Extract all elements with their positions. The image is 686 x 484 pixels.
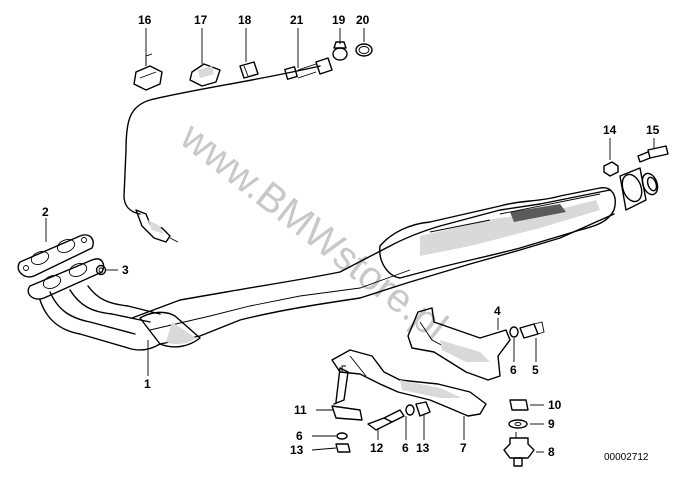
bracket-7 bbox=[331, 349, 487, 417]
drawing-code: 00002712 bbox=[604, 452, 649, 463]
washer-6 bbox=[509, 326, 519, 338]
callout-17: 17 bbox=[194, 13, 208, 27]
cable-clip-16 bbox=[133, 53, 163, 91]
callout-5: 5 bbox=[532, 363, 539, 377]
washer-9 bbox=[508, 419, 528, 429]
callout-6-middle: 6 bbox=[402, 441, 409, 455]
callout-21: 21 bbox=[290, 13, 304, 27]
callout-19: 19 bbox=[332, 13, 346, 27]
callout-16: 16 bbox=[138, 13, 152, 27]
clamp-bracket-11 bbox=[331, 365, 363, 421]
leader-lines bbox=[45, 28, 655, 453]
nut-10 bbox=[509, 399, 529, 411]
callout-10: 10 bbox=[548, 398, 562, 412]
callout-6-right: 6 bbox=[510, 363, 517, 377]
callout-3: 3 bbox=[122, 263, 129, 277]
bolt-12 bbox=[367, 409, 405, 431]
exhaust-pipe-assembly bbox=[39, 167, 659, 351]
bolt-15 bbox=[637, 145, 669, 163]
callout-20: 20 bbox=[356, 13, 370, 27]
callout-18: 18 bbox=[238, 13, 252, 27]
nut-13-lower-left bbox=[335, 443, 351, 453]
callout-15: 15 bbox=[646, 123, 660, 137]
callout-13-middle: 13 bbox=[416, 441, 430, 455]
callout-11: 11 bbox=[294, 403, 307, 417]
callout-14: 14 bbox=[603, 123, 617, 137]
callout-13-left: 13 bbox=[290, 443, 304, 457]
lambda-sensor bbox=[123, 57, 333, 243]
callout-6-left: 6 bbox=[296, 429, 303, 443]
clamp-ring-20 bbox=[355, 43, 373, 57]
hose-clamp-19 bbox=[332, 41, 348, 61]
bolt-5 bbox=[519, 321, 545, 339]
bracket-4 bbox=[407, 307, 511, 381]
manifold-nut bbox=[95, 264, 107, 276]
rubber-mount-8 bbox=[503, 432, 535, 467]
callout-labels: 1 2 3 4 5 6 6 6 7 8 9 10 11 12 13 13 14 … bbox=[42, 13, 660, 459]
callout-1: 1 bbox=[144, 377, 151, 391]
callout-4: 4 bbox=[494, 304, 501, 318]
nut-14 bbox=[603, 161, 619, 177]
cable-clip-17 bbox=[189, 63, 221, 87]
cable-holder-18 bbox=[239, 61, 259, 79]
callout-9: 9 bbox=[548, 417, 555, 431]
washer-6-lower-left bbox=[336, 432, 348, 440]
watermark: www.BMWstore.pl bbox=[172, 114, 456, 349]
callout-2: 2 bbox=[42, 205, 49, 219]
nut-13-middle bbox=[415, 401, 431, 417]
callout-12: 12 bbox=[370, 441, 384, 455]
callout-7: 7 bbox=[460, 441, 467, 455]
washer-6-middle bbox=[405, 404, 415, 416]
callout-8: 8 bbox=[548, 445, 555, 459]
